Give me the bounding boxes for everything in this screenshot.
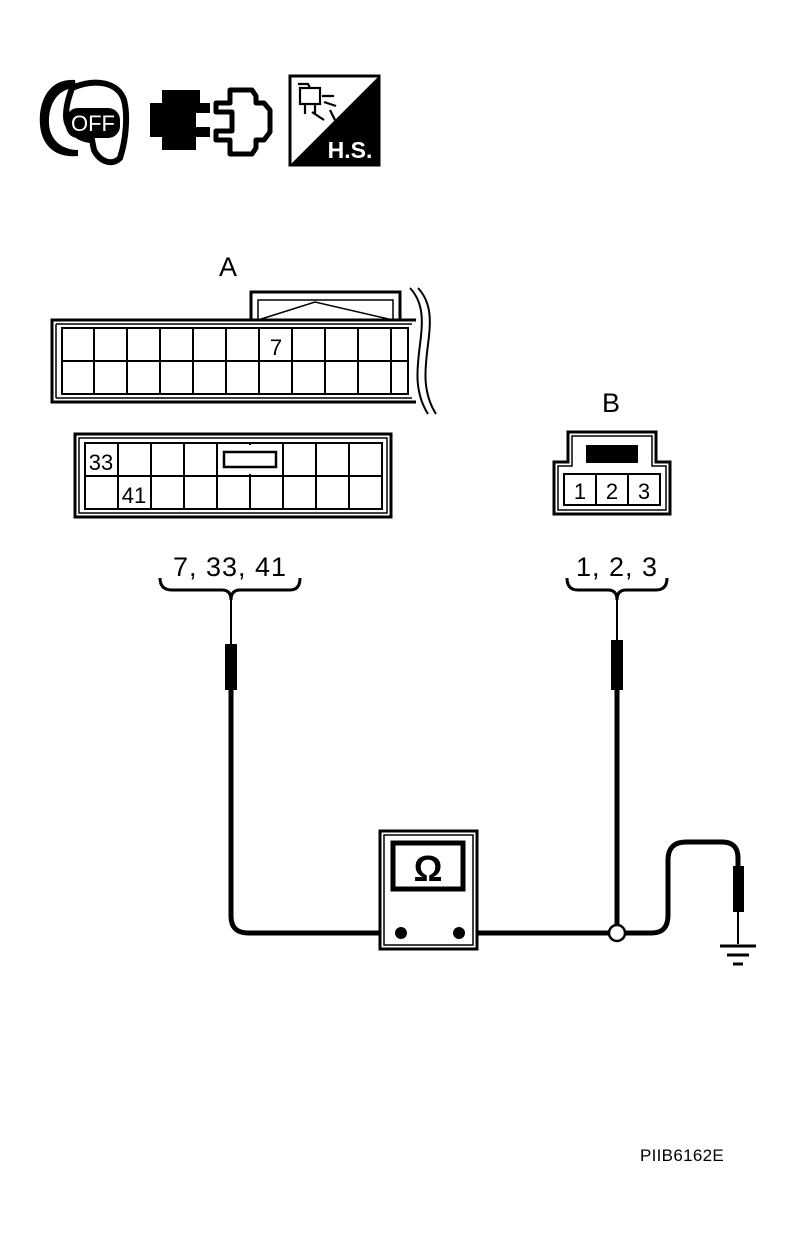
- connector-a-pin-7: 7: [270, 335, 282, 360]
- probe-lead-b: [611, 600, 623, 925]
- connector-b-terminal-group-label: 1, 2, 3: [576, 552, 658, 582]
- ohm-symbol: Ω: [414, 848, 443, 889]
- ignition-off-label: OFF: [71, 111, 115, 136]
- connector-a-letter: A: [219, 252, 237, 282]
- connector-b-block: [552, 430, 672, 516]
- ohmmeter-terminal-left: [395, 927, 407, 939]
- connector-b-pin-1: 1: [574, 479, 586, 504]
- connector-b-pin-3: 3: [638, 479, 650, 504]
- ohmmeter: [378, 829, 479, 951]
- connector-a-terminal-group-label: 7, 33, 41: [173, 552, 287, 582]
- connector-b-letter: B: [602, 388, 620, 418]
- harness-side-label: H.S.: [328, 137, 373, 163]
- connector-b-pin-2: 2: [606, 479, 618, 504]
- ground-lead: [622, 839, 744, 944]
- connector-a-pin-41: 41: [122, 483, 146, 508]
- document-id: PIIB6162E: [640, 1146, 724, 1165]
- ohmmeter-terminal-right: [453, 927, 465, 939]
- connector-a-pin-33: 33: [89, 450, 113, 475]
- ground-symbol: [720, 944, 756, 966]
- disconnect-connector-icon: [150, 87, 273, 157]
- junction-node: [607, 923, 627, 943]
- ignition-key-off-icon: OFF: [39, 79, 130, 166]
- probe-lead-a: [225, 600, 400, 936]
- connector-a-upper-block: [50, 287, 437, 415]
- harness-side-icon: H.S.: [288, 74, 381, 167]
- connector-b-lock-tab: [586, 445, 638, 463]
